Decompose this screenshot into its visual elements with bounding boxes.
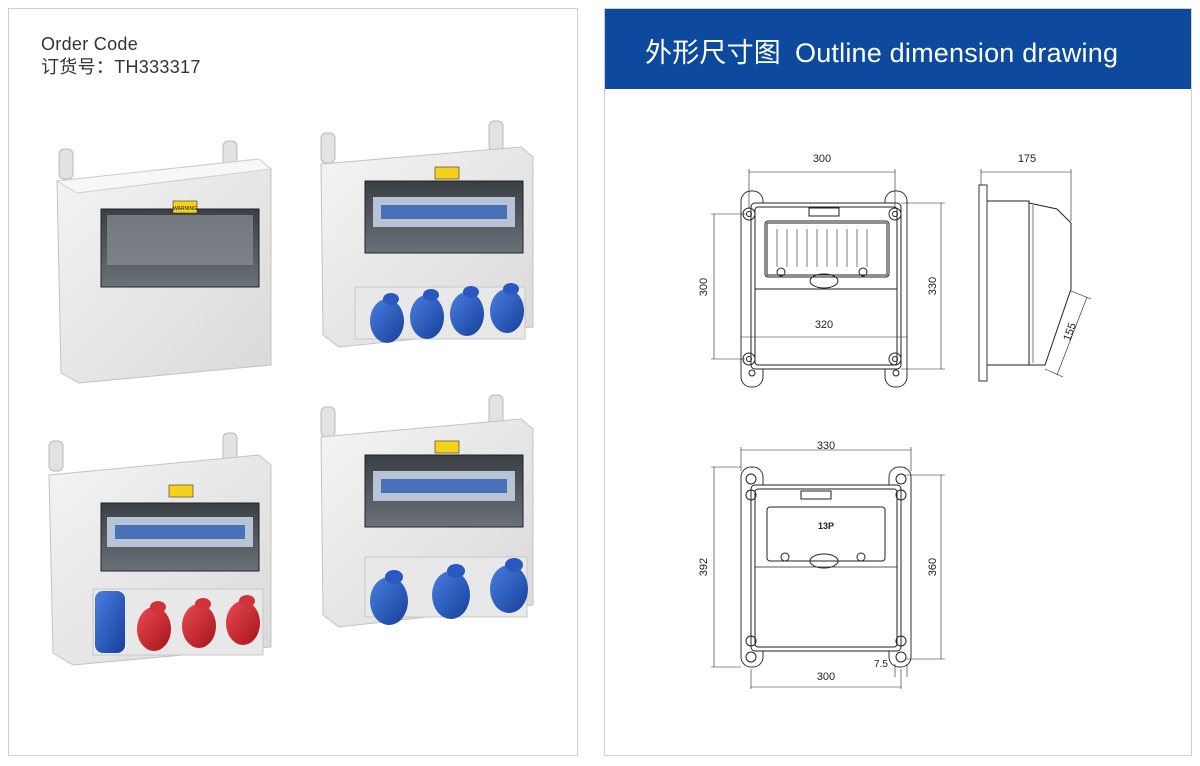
blue-socket: [432, 564, 470, 619]
order-code: Order Code 订货号：TH333317: [41, 33, 201, 79]
red-socket: [137, 601, 171, 651]
side-view-1: [978, 169, 1092, 382]
red-socket: [182, 598, 216, 648]
dim-right-2: 360: [927, 558, 939, 576]
breaker-count-label: 13P: [818, 521, 834, 531]
dim-right-1: 330: [927, 277, 939, 295]
title-banner: 外形尺寸图 Outline dimension drawing: [605, 9, 1191, 89]
dim-left-1: 300: [698, 278, 710, 296]
product-box-4: [320, 394, 534, 628]
order-code-label: Order Code: [41, 34, 139, 54]
dim-bottom-2: 300: [817, 671, 835, 683]
front-view-2: [711, 447, 945, 689]
product-photos: WARNING: [48, 120, 534, 666]
blue-socket: [490, 283, 524, 333]
dim-small-2: 7.5: [874, 659, 888, 670]
dim-top-1: 300: [813, 153, 831, 165]
dim-inner-1: 320: [815, 319, 833, 331]
warning-label-text: WARNING: [173, 206, 197, 212]
blue-socket: [370, 293, 404, 343]
product-panel: Order Code 订货号：TH333317: [8, 8, 578, 756]
product-box-1: WARNING: [55, 140, 273, 384]
blue-socket: [370, 570, 408, 625]
red-socket: [226, 595, 260, 645]
dim-side-angle: 155: [1061, 321, 1079, 342]
title-cn: 外形尺寸图: [645, 38, 781, 68]
order-code-value: 订货号：TH333317: [41, 57, 201, 77]
dimension-drawings: 300 300 330 320 175 155: [698, 153, 1092, 689]
dim-side-top: 175: [1018, 153, 1036, 165]
blue-socket: [450, 286, 484, 336]
dim-left-2: 392: [698, 558, 710, 576]
blue-socket: [490, 558, 528, 613]
product-box-2: [320, 120, 534, 348]
dimension-panel: 外形尺寸图 Outline dimension drawing: [604, 8, 1192, 756]
dim-top-2: 330: [817, 440, 835, 452]
title-en: Outline dimension drawing: [795, 38, 1119, 68]
product-box-3: [48, 432, 272, 666]
blue-socket: [95, 591, 125, 653]
front-view-1: [711, 169, 945, 388]
blue-socket: [410, 289, 444, 339]
